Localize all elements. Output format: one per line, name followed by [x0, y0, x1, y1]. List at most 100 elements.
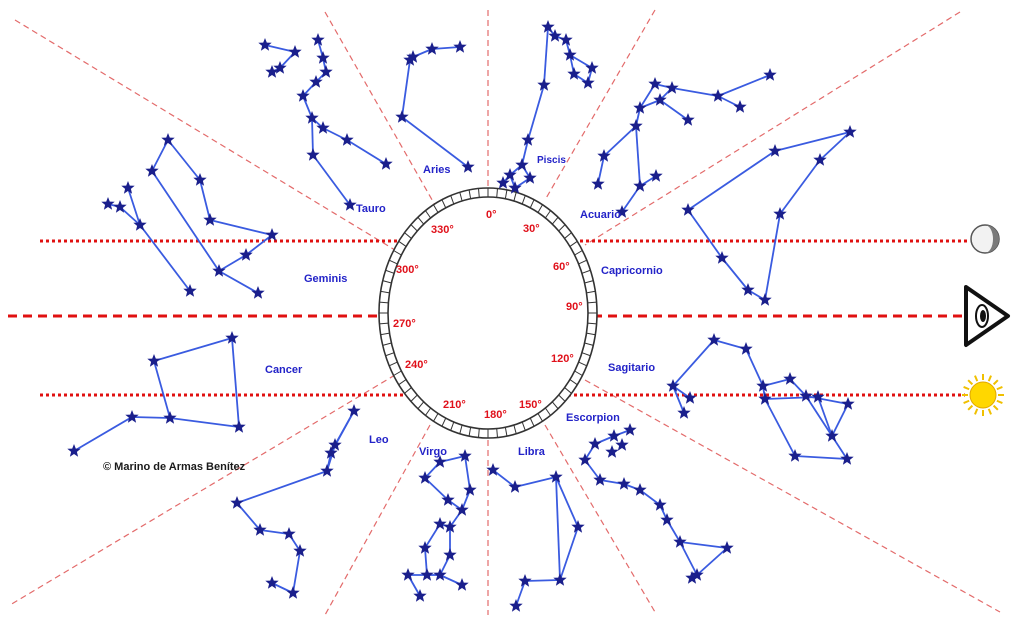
star [443, 548, 456, 561]
constellation-line [528, 85, 544, 140]
sun-icon [962, 374, 1004, 416]
star [145, 164, 158, 177]
constellation-line [465, 456, 470, 490]
star [433, 517, 446, 530]
star [379, 157, 392, 170]
sector-line-ene [585, 12, 960, 245]
sign-label-escorpion: Escorpion [566, 412, 620, 424]
star [811, 390, 824, 403]
constellation-line [680, 542, 727, 548]
star [453, 40, 466, 53]
moon-icon [971, 225, 999, 253]
star [251, 286, 264, 299]
degree-label-150: 150° [519, 399, 542, 411]
star [648, 77, 661, 90]
star [758, 293, 771, 306]
star [711, 89, 724, 102]
star [591, 177, 604, 190]
star [633, 179, 646, 192]
star [518, 574, 531, 587]
sign-label-virgo: Virgo [419, 446, 447, 458]
sector-line-wsw [10, 375, 395, 605]
constellation-line [347, 140, 386, 164]
degree-label-60: 60° [553, 261, 570, 273]
star [420, 568, 433, 581]
star [509, 599, 522, 612]
star [286, 586, 299, 599]
star [840, 452, 853, 465]
star [681, 113, 694, 126]
star [677, 406, 690, 419]
star [125, 410, 138, 423]
constellation-line [556, 477, 578, 527]
constellation-line [74, 417, 132, 451]
star [660, 513, 673, 526]
star [258, 38, 271, 51]
constellation-line [765, 397, 818, 399]
star [537, 78, 550, 91]
star [763, 68, 776, 81]
constellation-line [560, 527, 578, 580]
sign-label-geminis: Geminis [304, 273, 347, 285]
constellation-line [832, 404, 848, 436]
star [585, 61, 598, 74]
star [707, 333, 720, 346]
star [788, 449, 801, 462]
sign-label-tauro: Tauro [356, 203, 386, 215]
constellation-line [219, 271, 258, 293]
star [733, 100, 746, 113]
star [433, 568, 446, 581]
constellation-line [688, 151, 775, 210]
constellation-tauro [258, 33, 392, 211]
star [461, 160, 474, 173]
degree-label-90: 90° [566, 301, 583, 313]
star [508, 480, 521, 493]
sign-label-leo: Leo [369, 434, 389, 446]
star [413, 589, 426, 602]
star [311, 33, 324, 46]
constellation-line [232, 338, 239, 427]
star [683, 391, 696, 404]
constellation-line [293, 551, 300, 593]
sector-line-nnw [325, 12, 435, 205]
copyright-credit: © Marino de Armas Benítez [103, 461, 246, 473]
constellation-line [636, 126, 640, 186]
constellation-line [722, 258, 748, 290]
constellation-line [515, 477, 556, 487]
star [841, 397, 854, 410]
constellation-line [556, 477, 560, 580]
eye-icon [966, 287, 1008, 345]
constellation-line [402, 60, 410, 117]
star [455, 503, 468, 516]
constellation-line [132, 417, 170, 418]
star [232, 420, 245, 433]
degree-label-330: 330° [431, 224, 454, 236]
star [553, 573, 566, 586]
constellation-line [402, 117, 468, 167]
star [121, 181, 134, 194]
constellation-line [140, 225, 190, 291]
constellation-line [660, 100, 688, 120]
constellation-line [237, 471, 327, 503]
star [320, 464, 333, 477]
constellation-sagitario [666, 333, 854, 465]
star [739, 342, 752, 355]
constellation-virgo [401, 449, 476, 602]
degree-label-120: 120° [551, 353, 574, 365]
constellation-line [200, 180, 210, 220]
constellation-line [152, 140, 168, 171]
star [230, 496, 243, 509]
constellation-line [765, 399, 795, 456]
star [607, 429, 620, 442]
star [455, 578, 468, 591]
sign-label-acuario: Acuario [580, 209, 621, 221]
star [559, 33, 572, 46]
sign-label-cancer: Cancer [265, 364, 303, 376]
star [203, 213, 216, 226]
ecliptic-ring [379, 188, 597, 438]
star [571, 520, 584, 533]
star [282, 527, 295, 540]
constellation-line [795, 456, 847, 459]
degree-label-300: 300° [396, 264, 419, 276]
